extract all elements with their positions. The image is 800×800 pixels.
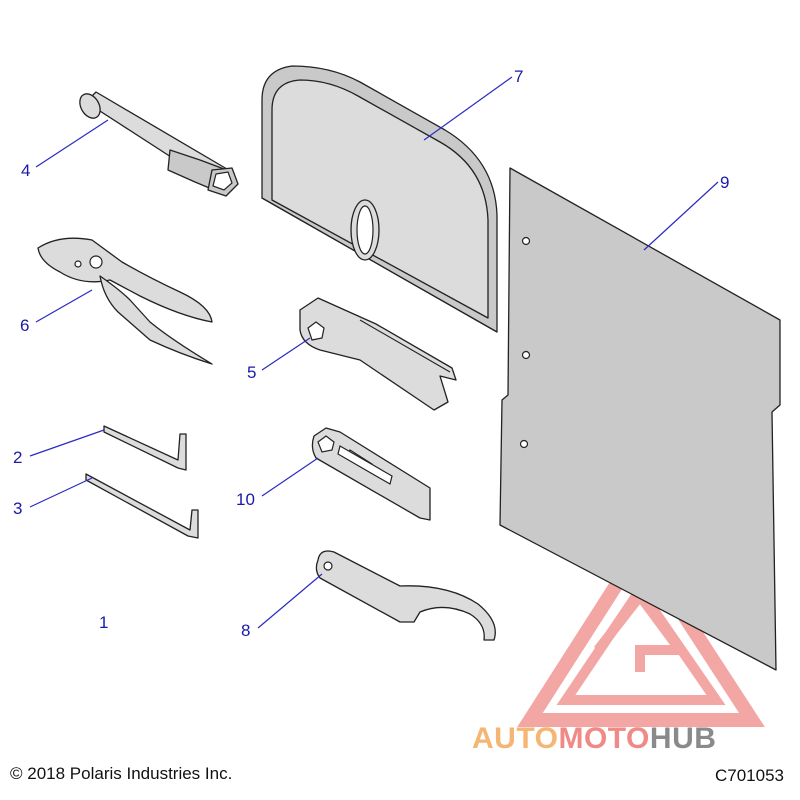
spanner-part-8 [315,550,496,641]
svg-text:AUTOMOTOHUB: AUTOMOTOHUB [472,722,716,755]
leader-line-8 [257,573,323,629]
leader-line-6 [35,289,93,323]
leader-lines [29,76,719,629]
callout-6: 6 [20,316,29,335]
callout-10: 10 [236,490,255,509]
hex-key-part-2 [103,425,187,471]
callout-2: 2 [13,448,22,467]
leader-line-10 [261,457,319,497]
leader-line-4 [35,119,109,168]
callout-7: 7 [514,67,523,86]
watermark-hub: HUB [650,722,717,755]
drawing-code: C701053 [714,766,784,785]
watermark-logo-icon [517,535,765,727]
hex-key-part-3 [85,473,199,539]
watermark-text: AUTOMOTOHUB [472,722,716,755]
copyright-text: © 2018 Polaris Industries Inc. [10,764,233,783]
leader-line-5 [261,337,311,371]
callout-4: 4 [21,161,30,180]
panel-part-9 [499,167,781,671]
pliers-part-6 [37,237,213,365]
watermark-moto: MOTO [558,722,649,755]
bracket-tool-part-5 [299,297,457,411]
leader-line-9 [643,181,719,251]
callout-1: 1 [99,613,108,632]
leader-line-2 [29,429,105,457]
flat-wrench-part-10 [311,427,431,521]
watermark-auto: AUTO [472,722,558,755]
callout-9: 9 [720,173,729,192]
callout-5: 5 [247,363,256,382]
leader-line-7 [423,76,513,141]
callout-8: 8 [241,621,250,640]
cover-part-7 [261,65,498,333]
callout-3: 3 [13,499,22,518]
callouts: 1 2 3 4 5 6 7 8 9 10 [13,67,729,640]
leader-line-3 [29,477,93,508]
socket-tube-part-4 [79,91,239,197]
